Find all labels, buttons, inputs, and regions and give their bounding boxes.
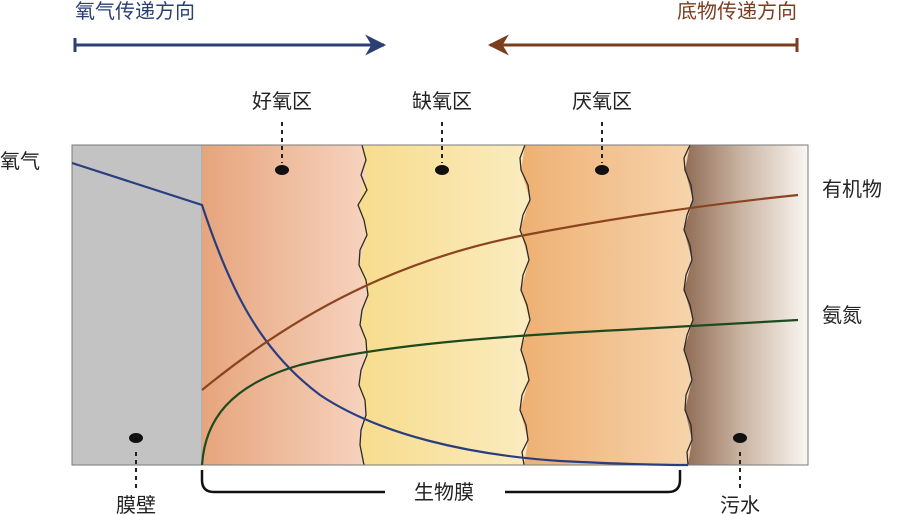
sewage-dot xyxy=(733,433,747,443)
anaerobic-zone-label: 厌氧区 xyxy=(572,89,632,113)
zone-boundaries xyxy=(357,144,694,466)
organic-curve-label: 有机物 xyxy=(822,177,882,201)
oxygen-curve-label: 氧气 xyxy=(0,149,40,173)
ammonia-nitrogen-curve xyxy=(200,318,799,466)
substrate-direction-arrow xyxy=(487,34,799,56)
sewage-label: 污水 xyxy=(720,493,760,515)
aerobic-zone-label: 好氧区 xyxy=(252,89,312,113)
biofilm-bracket xyxy=(200,470,682,494)
membrane-wall-label: 膜壁 xyxy=(116,493,156,515)
anoxic-dot xyxy=(435,165,449,175)
oxygen-direction-arrow xyxy=(73,34,387,56)
oxygen-direction-label: 氧气传递方向 xyxy=(75,0,195,23)
anoxic-zone-region xyxy=(358,145,530,465)
sewage-region xyxy=(684,145,808,465)
ammonia-curve-label: 氨氮 xyxy=(822,303,862,327)
aerobic-zone-region xyxy=(202,145,368,465)
substrate-direction-label: 底物传递方向 xyxy=(677,0,797,23)
membrane-wall-dot xyxy=(129,433,143,443)
anaerobic-zone-region xyxy=(520,145,693,465)
organic-matter-curve xyxy=(201,193,799,391)
anoxic-zone-label: 缺氧区 xyxy=(412,89,472,113)
biofilm-label: 生物膜 xyxy=(414,480,474,504)
anaerobic-dot xyxy=(595,165,609,175)
membrane-wall-region xyxy=(71,144,203,466)
aerobic-dot xyxy=(275,165,289,175)
oxygen-curve xyxy=(71,161,689,467)
